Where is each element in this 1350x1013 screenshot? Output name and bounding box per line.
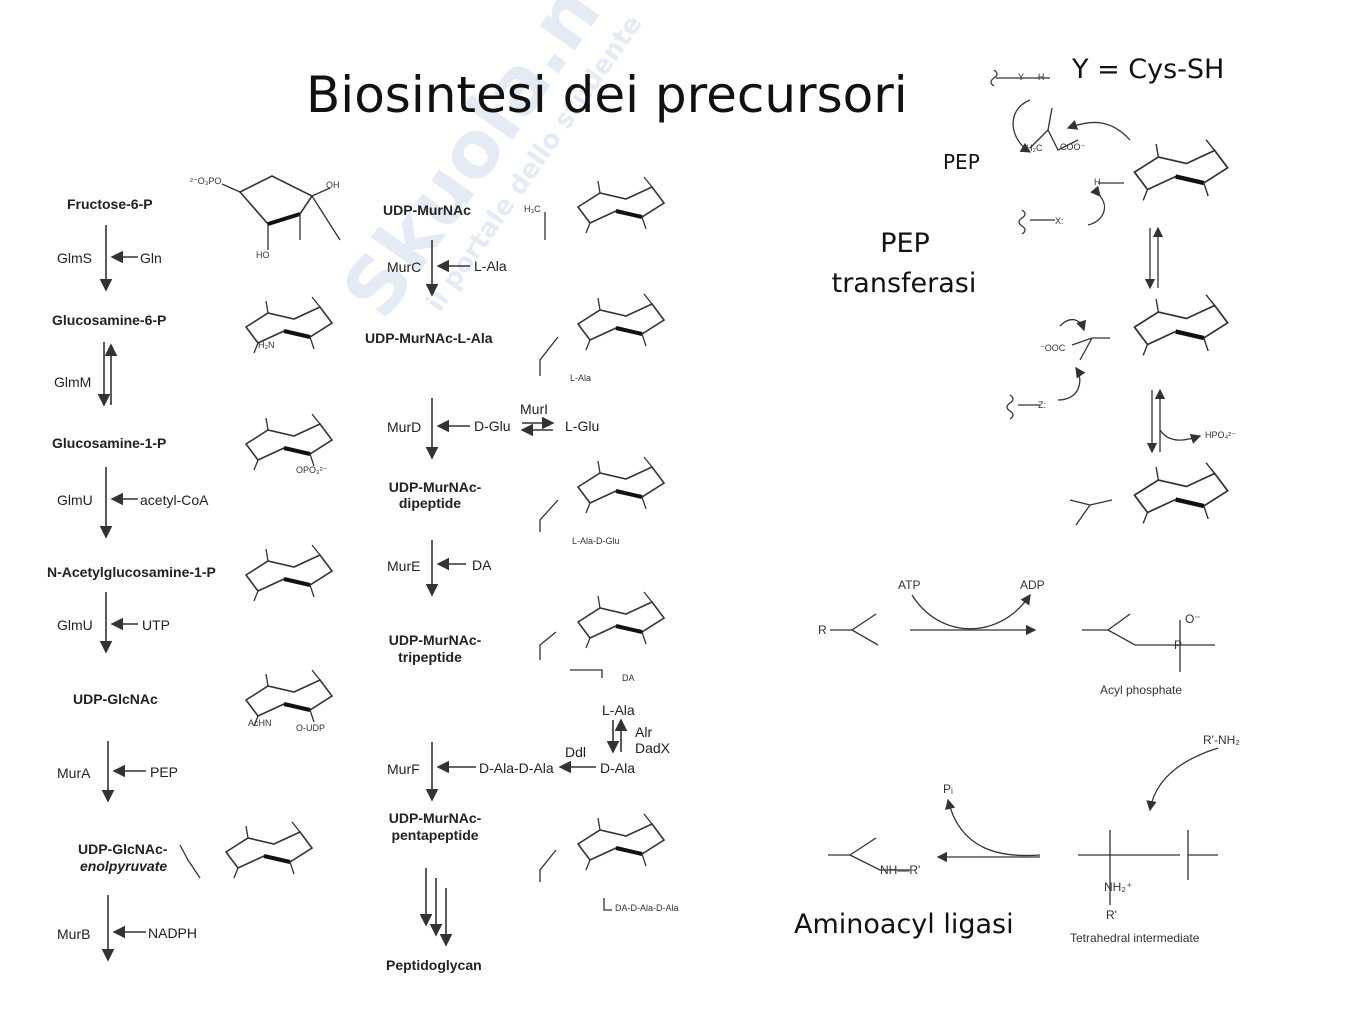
metabolite-n-acetylglucosamine-1-p: N-Acetylglucosamine-1-P: [47, 564, 216, 580]
cosubstrate-acetyl-coa: acetyl-CoA: [140, 492, 209, 508]
pep-transferase-label-line2: transferasi: [831, 268, 977, 299]
ligase-r: R: [818, 623, 827, 637]
pep-label: PEP: [943, 150, 980, 174]
struct-label-x: X:: [1055, 216, 1064, 226]
ligase-nh2: NH₂⁺: [1104, 880, 1133, 894]
ligase-atp: ATP: [898, 578, 921, 592]
struct-label-h: H: [1094, 177, 1101, 187]
ligase-r-prime: R': [1106, 908, 1117, 922]
ligase-acyl-phosphate: Acyl phosphate: [1100, 683, 1183, 697]
enzyme-glmu-2: GlmU: [57, 617, 93, 633]
struct-label-oudp: O-UDP: [296, 723, 325, 733]
metabolite-glucosamine-1-p: Glucosamine-1-P: [52, 435, 167, 451]
enzyme-murd: MurD: [387, 419, 422, 435]
struct-label-coo: COO⁻: [1060, 142, 1086, 152]
struct-label-achn: AcHN: [248, 718, 272, 728]
metabolite-udp-murnac: UDP-MurNAc: [383, 202, 471, 218]
struct-label-ooc: ⁻OOC: [1040, 343, 1066, 353]
metabolite-udp-murnac-tripeptide-line1: UDP-MurNAc-: [388, 632, 482, 648]
metabolite-fructose-6-p: Fructose-6-P: [67, 196, 153, 212]
struct-label-z: Z:: [1038, 400, 1046, 410]
aminoacyl-ligase-label: Aminoacyl ligasi: [794, 909, 1014, 940]
struct-label-h3c: H₃C: [524, 204, 541, 214]
struct-label-h2n: H₂N: [258, 340, 275, 350]
metabolite-udp-murnac-pentapeptide-line1: UDP-MurNAc-: [388, 810, 482, 826]
struct-label-y-h: Y — H: [1018, 72, 1045, 82]
struct-label-l-ala-d-glu: L-Ala-D-Glu: [572, 536, 620, 546]
metabolite-peptidoglycan: Peptidoglycan: [386, 957, 482, 973]
ligase-pi: Pᵢ: [943, 782, 953, 796]
struct-label-o3po: ²⁻O₃PO: [190, 176, 222, 186]
watermark-logo: Skuola.net il portale dello studente: [326, 0, 670, 334]
cosubstrate-nadph: NADPH: [148, 925, 198, 941]
page-title: Biosintesi dei precursori: [306, 66, 908, 124]
ligase-adp: ADP: [1020, 578, 1045, 592]
ligase-nh-r: NH—R': [880, 863, 921, 877]
enzyme-murc: MurC: [387, 259, 422, 275]
struct-label-da: DA: [622, 673, 635, 683]
pep-mechanism: [990, 69, 1228, 525]
ligase-r-nh2: R'-NH₂: [1203, 733, 1240, 747]
cosubstrate-d-ala: D-Ala: [600, 760, 636, 776]
enzyme-glmu-1: GlmU: [57, 492, 93, 508]
metabolite-glucosamine-6-p: Glucosamine-6-P: [52, 312, 167, 328]
enzyme-dadx: DadX: [635, 740, 671, 756]
left-structures: [179, 175, 341, 880]
enzyme-mura: MurA: [57, 765, 91, 781]
enzyme-glms: GlmS: [57, 250, 92, 266]
enzyme-mure: MurE: [387, 558, 421, 574]
ligase-p: P: [1174, 638, 1183, 652]
struct-label-oh: OH: [326, 180, 340, 190]
metabolite-udp-glcnac: UDP-GlcNAc: [73, 691, 158, 707]
enzyme-murf: MurF: [387, 761, 420, 777]
middle-pathway-arrows: [419, 240, 628, 947]
enzyme-muri: MurI: [520, 401, 548, 417]
fructose-ring: [238, 175, 314, 225]
cosubstrate-pep: PEP: [150, 764, 179, 780]
metabolite-udp-murnac-dipeptide-line2: dipeptide: [398, 495, 462, 511]
struct-label-pentapeptide-chain: DA-D-Ala-D-Ala: [615, 903, 679, 913]
struct-label-h2c: H₂C: [1026, 143, 1043, 153]
y-definition-label: Y = Cys-SH: [1072, 54, 1225, 85]
metabolite-udp-glcnac-enolpyruvate-line2: enolpyruvate: [80, 858, 168, 874]
struct-label-opo3: OPO₃²⁻: [296, 465, 328, 475]
metabolite-udp-glcnac-enolpyruvate-line1: UDP-GlcNAc-: [78, 841, 168, 857]
cosubstrate-da: DA: [472, 557, 492, 573]
cosubstrate-l-glu: L-Glu: [565, 418, 600, 434]
enzyme-murb: MurB: [57, 926, 91, 942]
left-pathway-arrows: [97, 225, 146, 962]
cosubstrate-l-ala-racemase: L-Ala: [602, 702, 635, 718]
ligase-tetrahedral-intermediate: Tetrahedral intermediate: [1070, 931, 1200, 945]
middle-structures: [539, 175, 666, 911]
cosubstrate-utp: UTP: [142, 617, 170, 633]
cosubstrate-gln: Gln: [140, 250, 162, 266]
struct-label-hpo4: HPO₄²⁻: [1205, 430, 1236, 440]
ligase-mechanism: [828, 593, 1219, 905]
enzyme-ddl: Ddl: [565, 744, 587, 760]
enzyme-glmm: GlmM: [54, 374, 92, 390]
enzyme-alr: Alr: [635, 724, 653, 740]
metabolite-udp-murnac-dipeptide-line1: UDP-MurNAc-: [388, 479, 482, 495]
struct-label-ho: HO: [256, 250, 270, 260]
metabolite-udp-murnac-l-ala: UDP-MurNAc-L-Ala: [365, 330, 493, 346]
struct-label-l-ala: L-Ala: [570, 373, 592, 383]
metabolite-udp-murnac-tripeptide-line2: tripeptide: [398, 649, 462, 665]
cosubstrate-d-glu: D-Glu: [474, 418, 511, 434]
ligase-o-minus: O⁻: [1185, 612, 1201, 626]
pep-transferase-label-line1: PEP: [880, 228, 930, 259]
metabolite-udp-murnac-pentapeptide-line2: pentapeptide: [391, 827, 479, 843]
cosubstrate-l-ala: L-Ala: [474, 258, 507, 274]
cosubstrate-d-ala-d-ala: D-Ala-D-Ala: [479, 760, 554, 776]
